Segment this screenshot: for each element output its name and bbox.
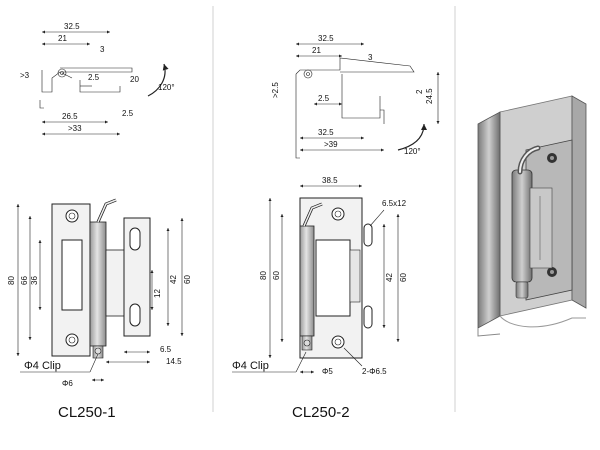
hinge-barrel-3d — [511, 169, 533, 283]
dim-mid-top-d2: 21 — [312, 46, 321, 55]
dim-mid-front-h3: 42 — [385, 273, 394, 282]
dim-left-top-d6: 20 — [130, 75, 139, 84]
dim-left-top-d4: >3 — [20, 71, 30, 80]
dim-left-front-dia: Φ6 — [62, 379, 73, 388]
dim-mid-front-dia: Φ5 — [322, 367, 333, 376]
dim-mid-top-d9: >39 — [324, 140, 338, 149]
cl250-1-front-view: 80 66 36 42 60 12 6.5 14.5 Φ6 Φ4 Clip — [7, 198, 192, 388]
clip-label-left: Φ4 Clip — [24, 360, 61, 372]
dim-mid-top-d3: 3 — [368, 53, 373, 62]
dim-left-top-angle: 120° — [158, 83, 175, 92]
dim-mid-front-h1: 80 — [259, 271, 268, 280]
hinge-barrel — [89, 221, 107, 347]
dim-left-top-d3: 3 — [100, 45, 105, 54]
dim-left-top-d1: 32.5 — [64, 22, 80, 31]
dim-mid-front-h2: 60 — [272, 271, 281, 280]
dim-mid-front-w: 38.5 — [322, 176, 338, 185]
dim-left-top-d7: 2.5 — [122, 109, 134, 118]
dim-mid-top-angle: 120° — [404, 147, 421, 156]
dim-mid-top-d6: 24.5 — [425, 88, 434, 104]
dim-mid-front-h4: 60 — [399, 273, 408, 282]
dim-left-front-h3: 36 — [30, 276, 39, 285]
dim-mid-top-d4: >2.5 — [271, 82, 280, 98]
caption-cl250-1: CL250-1 — [58, 404, 116, 421]
dim-left-front-h6: 12 — [153, 289, 162, 298]
dim-mid-top-d8: 32.5 — [318, 128, 334, 137]
caption-cl250-2: CL250-2 — [292, 404, 350, 421]
cl250-2-top-view: 32.5 21 3 >2.5 2.5 24.5 2 32.5 >39 120° — [271, 34, 440, 159]
dim-mid-top-d5: 2.5 — [318, 94, 330, 103]
dim-left-front-h1: 80 — [7, 276, 16, 285]
dim-left-top-d2: 21 — [58, 34, 67, 43]
cl250-1-top-view: 32.5 21 3 >3 2.5 20 2.5 26.5 >33 120° — [20, 22, 175, 136]
dim-mid-front-holes: 2-Φ6.5 — [362, 367, 387, 376]
dim-left-top-d5: 2.5 — [88, 73, 100, 82]
dim-left-front-w1: 6.5 — [160, 345, 172, 354]
dim-left-front-h2: 66 — [20, 276, 29, 285]
rotation-arrow-icon — [147, 63, 169, 97]
dim-left-top-d8: 26.5 — [62, 112, 78, 121]
dim-left-top-d9: >33 — [68, 124, 82, 133]
hinge-3d-render — [477, 95, 587, 337]
dim-left-front-h5: 60 — [183, 275, 192, 284]
dim-left-front-w2: 14.5 — [166, 357, 182, 366]
clip-label-middle: Φ4 Clip — [232, 360, 269, 372]
cl250-2-front-view: 38.5 6.5x12 80 60 42 60 Φ5 2-Φ6.5 Φ4 Cli… — [232, 176, 408, 376]
dim-mid-top-d7: 2 — [415, 89, 424, 94]
rotation-arrow-icon-2 — [397, 123, 427, 151]
dim-mid-top-d1: 32.5 — [318, 34, 334, 43]
dim-left-front-h4: 42 — [169, 275, 178, 284]
dim-mid-front-slot: 6.5x12 — [382, 199, 407, 208]
